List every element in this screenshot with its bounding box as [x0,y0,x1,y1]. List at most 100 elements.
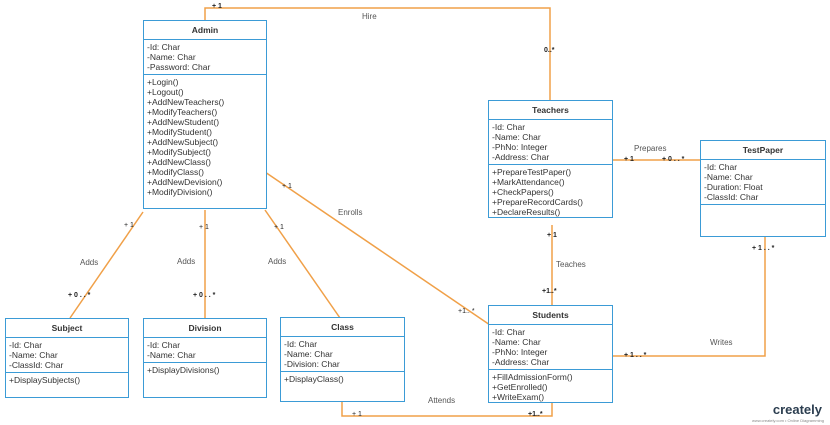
adds-class-label: Adds [268,257,287,266]
attribute: -Name: Char [492,132,541,142]
method: +AddNewDevision() [147,177,223,187]
method: +CheckPapers() [492,187,554,197]
method: +Login() [147,77,179,87]
attribute: -Name: Char [704,172,753,182]
class-title: Subject [6,319,128,338]
enrolls-mult-admin: + 1 [282,183,292,190]
attribute: -Id: Char [147,340,181,350]
prepares-mult-testpaper: + 0 . . * [662,156,685,163]
method: +MarkAttendance() [492,177,565,187]
class-class[interactable]: Class -Id: Char -Name: Char -Division: C… [280,317,405,402]
attribute: -Address: Char [492,152,550,162]
attends-line [341,402,553,417]
attribute: -Id: Char [492,327,526,337]
methods: +Login() +Logout() +AddNewTeachers() +Mo… [144,75,266,199]
class-students[interactable]: Students -Id: Char -Name: Char -PhNo: In… [488,305,613,403]
attributes: -Id: Char -Name: Char -PhNo: Integer -Ad… [489,325,612,370]
class-division[interactable]: Division -Id: Char -Name: Char +DisplayD… [143,318,267,398]
attribute: -Id: Char [492,122,526,132]
attribute: -ClassId: Char [704,192,759,202]
method: +DisplayDivisions() [147,365,220,375]
methods: +DisplaySubjects() [6,373,128,387]
attributes: -Id: Char -Name: Char -Division: Char [281,337,404,372]
method: +PrepareRecordCards() [492,197,583,207]
attribute: -Id: Char [284,339,318,349]
writes-line [613,237,766,357]
writes-label: Writes [710,338,733,347]
class-subject[interactable]: Subject -Id: Char -Name: Char -ClassId: … [5,318,129,398]
creately-logo: creately [772,402,822,417]
adds-subject-mult-subject: + 0 . . * [68,292,91,299]
class-title: Teachers [489,101,612,120]
attribute: -Address: Char [492,357,550,367]
attribute: -Password: Char [147,62,211,72]
method: +ModifyTeachers() [147,107,218,117]
method: +DisplayClass() [284,374,344,384]
adds-subject-mult-admin: + 1 [124,222,134,229]
teaches-mult-students: +1..* [542,288,557,295]
method: +AddNewSubject() [147,137,219,147]
teaches-mult-teachers: + 1 [547,232,557,239]
attributes: -Id: Char -Name: Char -Duration: Float -… [701,160,825,205]
methods: +FillAdmissionForm() +GetEnrolled() +Wri… [489,370,612,404]
enrolls-mult-students: +1.. * [458,308,475,315]
attributes: -Id: Char -Name: Char -Password: Char [144,40,266,75]
method: +ModifySubject() [147,147,212,157]
attribute: -Id: Char [9,340,43,350]
attends-label: Attends [428,396,456,405]
method: +ModifyDivision() [147,187,213,197]
enrolls-label: Enrolls [338,208,363,217]
attribute: -ClassId: Char [9,360,64,370]
writes-mult-students: + 1 . . * [624,352,647,359]
class-title: Admin [144,21,266,40]
adds-division-mult-division: + 0 . . * [193,292,216,299]
prepares-mult-teachers: + 1 [624,156,634,163]
hire-mult-teachers: 0..* [544,47,555,54]
class-title: Class [281,318,404,337]
methods: +DisplayClass() [281,372,404,386]
adds-division-mult-admin: + 1 [199,224,209,231]
class-title: TestPaper [701,141,825,160]
method: +FillAdmissionForm() [492,372,573,382]
class-title: Students [489,306,612,325]
enrolls-line [264,171,491,326]
method: +AddNewStudent() [147,117,220,127]
method: +ModifyClass() [147,167,204,177]
adds-division-label: Adds [177,257,196,266]
teaches-label: Teaches [556,260,586,269]
methods: +PrepareTestPaper() +MarkAttendance() +C… [489,165,612,219]
method: +Logout() [147,87,184,97]
attributes: -Id: Char -Name: Char -ClassId: Char [6,338,128,373]
creately-logo-subtext: www.creately.com • Online Diagramming [751,418,824,423]
attribute: -Name: Char [147,350,196,360]
method: +WriteExam() [492,392,545,402]
attribute: -Id: Char [147,42,181,52]
writes-mult-testpaper: + 1 . . * [752,245,775,252]
adds-class-line [264,209,341,319]
class-teachers[interactable]: Teachers -Id: Char -Name: Char -PhNo: In… [488,100,613,218]
attribute: -Division: Char [284,359,340,369]
attribute: -PhNo: Integer [492,142,548,152]
attributes: -Id: Char -Name: Char [144,338,266,363]
class-admin[interactable]: Admin -Id: Char -Name: Char -Password: C… [143,20,267,209]
method: +ModifyStudent() [147,127,212,137]
attends-mult-students: +1..* [528,411,543,418]
hire-label: Hire [362,12,377,21]
adds-subject-label: Adds [80,258,99,267]
hire-mult-admin: + 1 [212,3,222,10]
prepares-label: Prepares [634,144,667,153]
method: +PrepareTestPaper() [492,167,572,177]
attends-mult-class: + 1 [352,411,362,418]
methods: +DisplayDivisions() [144,363,266,377]
adds-class-mult-admin: + 1 [274,224,284,231]
methods [701,205,825,231]
attribute: -Id: Char [704,162,738,172]
method: +DeclareResults() [492,207,561,217]
attribute: -Name: Char [284,349,333,359]
method: +AddNewTeachers() [147,97,225,107]
class-testpaper[interactable]: TestPaper -Id: Char -Name: Char -Duratio… [700,140,826,237]
attribute: -Name: Char [147,52,196,62]
attributes: -Id: Char -Name: Char -PhNo: Integer -Ad… [489,120,612,165]
